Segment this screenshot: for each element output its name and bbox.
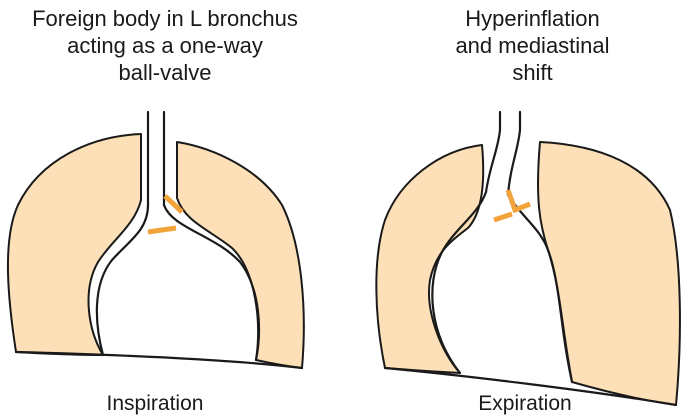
- foreign-body: [505, 189, 531, 214]
- trachea: [484, 110, 502, 194]
- phase-label-expiration: Expiration: [478, 392, 572, 415]
- caption-line: shift: [512, 60, 553, 85]
- diaphragm: [383, 366, 678, 407]
- caption-line: ball-valve: [118, 60, 212, 85]
- left-lung: [536, 141, 681, 406]
- foreign-body: [147, 225, 177, 235]
- left-lung: [176, 141, 305, 369]
- caption-line: Foreign body in L bronchus: [32, 6, 298, 31]
- foreign-body: [493, 211, 513, 223]
- caption-line: and mediastinal: [455, 33, 610, 58]
- foreign-body: [163, 194, 184, 214]
- diaphragm: [14, 350, 304, 370]
- panel-caption-inspiration: Foreign body in L bronchus acting as a o…: [0, 5, 330, 86]
- phase-label-inspiration: Inspiration: [106, 392, 204, 415]
- mediastinum: [431, 190, 574, 384]
- expiration-panel: [375, 110, 681, 407]
- mediastinum: [95, 203, 261, 362]
- inspiration-panel: [6, 110, 305, 370]
- caption-line: Hyperinflation: [465, 6, 600, 31]
- caption-line: acting as a one-way: [67, 33, 263, 58]
- right-lung: [6, 133, 142, 356]
- right-lung: [375, 144, 485, 374]
- trachea: [506, 110, 522, 197]
- panel-caption-expiration: Hyperinflation and mediastinal shift: [380, 5, 685, 86]
